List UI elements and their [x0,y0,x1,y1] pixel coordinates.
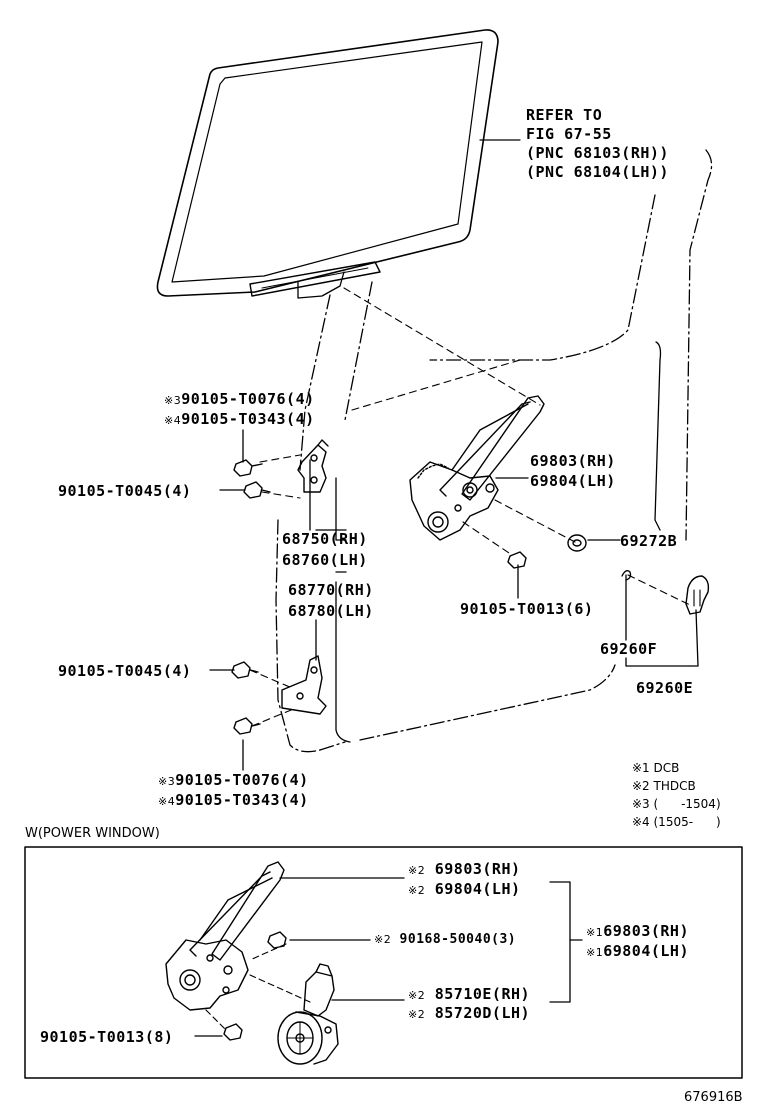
legend-item: ※1 DCB [632,761,680,775]
part-label: 69272B [620,532,678,550]
part-label: ※2 69804(LH) [408,880,521,898]
lower-hinge [281,655,327,715]
part-label: 68750(RH) [282,530,368,548]
bolt-icon [231,661,259,679]
part-label: ※390105-T0076(4) [164,390,315,408]
guide-lines [249,287,691,727]
part-label: 90105-T0045(4) [58,482,192,500]
refer-line-3: (PNC 68103(RH)) [526,144,669,162]
part-label: ※490105-T0343(4) [164,410,315,428]
refer-line-4: (PNC 68104(LH)) [526,163,669,181]
part-label: ※490105-T0343(4) [158,791,309,809]
figure-number: 676916B [684,1090,743,1105]
part-label: ※2 85720D(LH) [408,1004,531,1022]
part-label: 69260E [636,679,694,697]
cushion-icon [567,534,587,552]
window-regulator [409,395,545,541]
leaders-power-window-dashed [205,943,311,1031]
bolt-icon [233,459,263,477]
power-window-regulator [165,861,285,1011]
power-window-box [24,846,743,1079]
door-outline [275,149,713,753]
power-window-caption: W(POWER WINDOW) [25,826,160,841]
refer-line-1: REFER TO [526,106,603,124]
screw-icon [267,931,287,949]
legend-item: ※3 ( -1504) [632,797,721,811]
handle-clip-icon [621,570,632,581]
part-label: ※2 85710E(RH) [408,985,531,1003]
part-label: 68770(RH) [288,581,374,599]
upper-hinge [297,439,329,493]
power-window-motor [277,963,339,1065]
part-label: ※169803(RH) [586,922,689,940]
bolt-icon [243,481,271,499]
part-label: ※2 69803(RH) [408,860,521,878]
part-label: 69804(LH) [530,472,616,490]
part-label: 90105-T0013(6) [460,600,594,618]
bolt-icon [233,717,261,735]
part-label: 69803(RH) [530,452,616,470]
legend-item: ※4 (1505- ) [632,815,721,829]
leaders-top [209,341,699,771]
part-label: ※169804(LH) [586,942,689,960]
window-handle [685,575,710,615]
bolt-icon [223,1023,243,1041]
leaders-power-window [194,877,583,1037]
door-glass [156,29,499,299]
part-label: ※390105-T0076(4) [158,771,309,789]
part-label: 90105-T0045(4) [58,662,192,680]
part-label: 68780(LH) [288,602,374,620]
refer-line-2: FIG 67-55 [526,125,612,143]
bolt-icon [507,551,527,569]
legend-item: ※2 THDCB [632,779,696,793]
part-label: ※2 90168-50040(3) [374,932,517,947]
part-label: 90105-T0013(8) [40,1028,174,1046]
part-label: 69260F [600,640,658,658]
part-label: 68760(LH) [282,551,368,569]
